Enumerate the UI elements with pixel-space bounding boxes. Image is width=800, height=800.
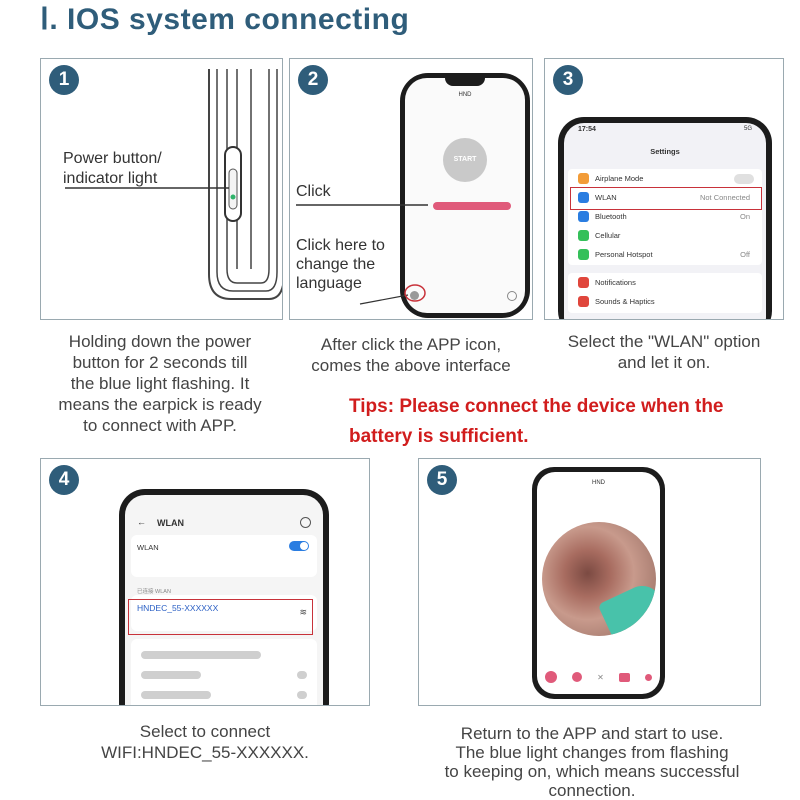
blurred-networks — [131, 639, 317, 705]
phone-wlan-list: ← WLAN WLAN 已连接 WLAN HNDEC_55-XXXXXX ≋ — [119, 489, 329, 705]
settings-row-wlan[interactable]: WLAN Not Connected — [568, 188, 762, 207]
step-2-caption: After click the APP icon, comes the abov… — [311, 335, 511, 375]
app-title: HND — [458, 92, 472, 98]
settings-row-hotspot[interactable]: Personal Hotspot Off — [568, 245, 762, 264]
help-icon[interactable] — [300, 517, 311, 528]
step-3-panel: 3 17:54 5G Settings Airplane Mode WLAN N… — [544, 58, 784, 320]
earpick-device-illustration — [65, 69, 282, 300]
step-3-badge: 3 — [553, 65, 583, 95]
step-5-panel: 5 HND ✕ — [418, 458, 761, 706]
app-title: HND — [592, 480, 605, 486]
status-signal: 5G — [743, 126, 752, 132]
ear-camera-image — [542, 522, 656, 636]
settings-row-airplane[interactable]: Airplane Mode — [568, 169, 762, 188]
back-arrow-icon[interactable]: ← — [137, 517, 146, 527]
phone-app-home: HND START — [400, 73, 530, 318]
phone-settings: 17:54 5G Settings Airplane Mode WLAN Not… — [558, 117, 772, 319]
settings-row-sounds[interactable]: Sounds & Haptics — [568, 292, 762, 311]
language-icon[interactable] — [410, 291, 419, 300]
help-icon[interactable] — [507, 291, 517, 301]
step-1-badge: 1 — [49, 65, 79, 95]
settings-row-cellular[interactable]: Cellular — [568, 226, 762, 245]
step-4-panel: 4 ← WLAN WLAN 已连接 WLAN HNDEC_55-XXXXXX ≋ — [40, 458, 370, 706]
video-icon[interactable] — [645, 673, 653, 681]
step-1-caption: Holding down the power button for 2 seco… — [58, 332, 262, 435]
wlan-toggle[interactable] — [289, 541, 309, 551]
network-highlight — [128, 599, 313, 635]
settings-title: Settings — [650, 147, 680, 156]
wlan-header: WLAN — [157, 518, 184, 528]
wifi-icon: ≋ — [299, 607, 307, 617]
connect-button[interactable] — [433, 202, 511, 210]
step-3-caption: Select the "WLAN" option and let it on. — [567, 332, 761, 372]
power-button-label: Power button/ indicator light — [63, 150, 162, 187]
connected-list-header: 已连接 WLAN — [137, 589, 171, 595]
close-icon[interactable]: ✕ — [597, 672, 604, 682]
click-label: Click — [296, 183, 331, 200]
step-4-caption: Select to connect WIFI:HNDEC_55-XXXXXX. — [101, 722, 309, 762]
network-name: HNDEC_55-XXXXXX — [137, 603, 219, 613]
step-2-pointers — [296, 204, 428, 305]
wlan-highlight — [570, 187, 762, 210]
step-4-badge: 4 — [49, 465, 79, 495]
step-5-badge: 5 — [427, 465, 457, 495]
language-label: Click here to change the language — [296, 237, 385, 292]
step-2-panel: 2 HND START Click Click here to change t… — [289, 58, 533, 320]
alert-icon[interactable] — [571, 672, 582, 682]
settings-row-notifications[interactable]: Notifications — [568, 273, 762, 292]
airplane-toggle[interactable] — [734, 173, 754, 184]
start-button[interactable]: START — [443, 138, 487, 182]
status-time: 17:54 — [578, 126, 596, 133]
step-1-panel: 1 Power button/ indicator light — [40, 58, 283, 320]
step-5-caption: Return to the APP and start to use. The … — [444, 724, 740, 800]
camera-toolbar: ✕ — [537, 670, 660, 684]
step-2-badge: 2 — [298, 65, 328, 95]
start-label: START — [453, 156, 477, 163]
wlan-switch-label: WLAN — [137, 543, 159, 552]
record-icon[interactable] — [544, 671, 557, 683]
network-item[interactable]: HNDEC_55-XXXXXX ≋ — [131, 595, 317, 631]
tips-text: Tips: Please connect the device when the… — [349, 396, 724, 447]
page-title: Ⅰ. IOS system connecting — [40, 3, 410, 36]
phone-camera-view: HND ✕ — [532, 467, 665, 699]
camera-icon[interactable] — [619, 672, 631, 682]
settings-row-bluetooth[interactable]: Bluetooth On — [568, 207, 762, 226]
